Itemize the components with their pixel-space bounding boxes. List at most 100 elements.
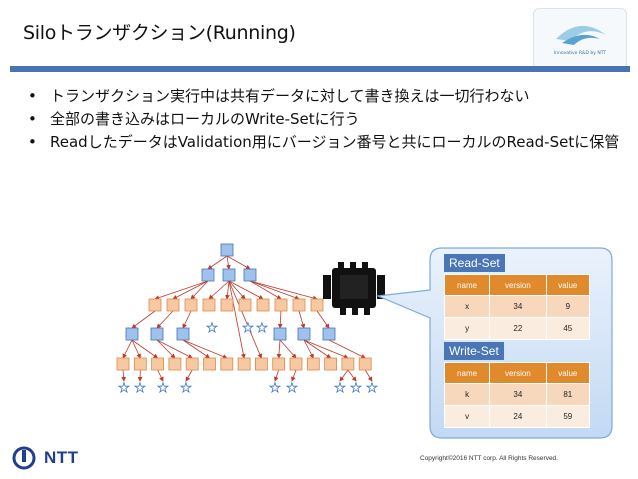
cell-name: x: [443, 295, 491, 318]
tree-node: [322, 327, 336, 341]
tree-node: [166, 298, 180, 312]
read-set-table: name version value x 34 9 y 22 45: [443, 274, 591, 340]
bullet-item: トランザクション実行中は共有データに対して書き換えは一切行わない: [28, 85, 628, 108]
title-underline: [10, 66, 630, 72]
star-icon: ★: [256, 321, 268, 336]
tree-node: [176, 327, 190, 341]
star-icon: ★: [350, 381, 362, 396]
tree-node: [220, 243, 234, 257]
tree-node: [133, 357, 147, 371]
tree-node: [256, 298, 270, 312]
tree-edge: [276, 339, 282, 359]
tree-edge: [316, 310, 330, 329]
tree-node: [148, 298, 162, 312]
tree-node: [237, 357, 251, 371]
write-set-table: name version value k 34 81 v 24 59: [443, 362, 591, 428]
tree-edge: [228, 280, 246, 300]
column-header: value: [545, 362, 591, 384]
cell-name: y: [443, 317, 491, 340]
table-row: v 24 59: [443, 405, 591, 428]
cell-version: 34: [489, 295, 547, 318]
tree-node: [273, 327, 287, 341]
ntt-mark-icon: [12, 446, 36, 470]
column-header: version: [489, 274, 547, 296]
tree-edge: [131, 339, 141, 359]
tree-edge: [228, 280, 246, 359]
tree-edge: [131, 310, 156, 329]
ntt-logo: NTT: [12, 446, 79, 470]
write-set-label: Write-Set: [444, 342, 504, 360]
tree-edge: [154, 280, 209, 300]
logo-caption: Innovative R&D by NTT: [553, 51, 607, 56]
column-header: value: [545, 274, 591, 296]
tree-node: [272, 357, 286, 371]
cell-version: 24: [489, 405, 547, 428]
page-title: Siloトランザクション(Running): [23, 22, 296, 44]
table-row: x 34 9: [443, 295, 591, 318]
tree-node: [306, 357, 320, 371]
tree-edge: [249, 280, 282, 300]
tree-node: [184, 298, 198, 312]
tree-node: [125, 327, 139, 341]
ntt-brand: NTT: [44, 448, 79, 467]
tree-edge: [339, 369, 349, 382]
table-row: k 34 81: [443, 383, 591, 406]
tree-edge: [303, 339, 314, 359]
tree-edge: [172, 280, 209, 300]
tree-node: [254, 357, 268, 371]
tree-edge: [185, 369, 193, 382]
copyright-notice: Copyright©2016 NTT corp. All Rights Rese…: [420, 455, 558, 462]
swirl-logo-icon: [556, 25, 606, 45]
tree-edge: [190, 280, 209, 300]
tree-edge: [122, 339, 133, 359]
tree-edge: [249, 280, 318, 301]
tree-node: [222, 268, 236, 282]
tree-edge: [226, 255, 251, 270]
cell-value: 59: [545, 405, 591, 428]
star-icon: ★: [118, 381, 130, 396]
cpu-chip-icon: [323, 262, 385, 315]
tree-edge: [156, 339, 193, 359]
cell-value: 45: [545, 317, 591, 340]
tree-edge: [274, 369, 280, 382]
star-icon: ★: [366, 381, 378, 396]
star-icon: ★: [157, 381, 169, 396]
cell-value: 9: [545, 295, 591, 318]
star-icon: ★: [269, 381, 281, 396]
tree-node: [116, 357, 130, 371]
tree-edge: [303, 339, 349, 359]
star-icon: ★: [334, 381, 346, 396]
column-header: name: [443, 362, 491, 384]
tree-edge: [347, 369, 357, 382]
cell-name: k: [443, 383, 491, 406]
tree-nodes: ★★★★★★★★★★★★: [116, 243, 378, 396]
tree-node: [297, 327, 311, 341]
tree-edge: [303, 339, 332, 359]
star-icon: ★: [286, 381, 298, 396]
tree-edge: [228, 280, 263, 359]
tree-edge: [121, 369, 127, 382]
cell-version: 22: [489, 317, 547, 340]
tree-edge: [291, 369, 297, 382]
star-icon: ★: [180, 381, 192, 396]
tree-edge: [157, 369, 164, 382]
tree-node: [274, 298, 288, 312]
tree-node: [151, 357, 165, 371]
tree-node: [292, 298, 306, 312]
tree-node: [220, 357, 234, 371]
bullet-list: トランザクション実行中は共有データに対して書き換えは一切行わない 全部の書き込み…: [28, 85, 628, 154]
tree-node: [310, 298, 324, 312]
tree-node: [341, 357, 355, 371]
tree-edge: [228, 280, 264, 300]
tree-node: [150, 327, 164, 341]
tree-edges: [121, 255, 373, 382]
tree-node: [203, 357, 216, 371]
tree-edge: [225, 280, 230, 300]
cell-value: 81: [545, 383, 591, 406]
bullet-item: ReadしたデータはValidation用にバージョン番号と共にローカルのRea…: [28, 131, 628, 154]
tree-edge: [277, 310, 283, 329]
tree-node: [243, 268, 257, 282]
read-set-label: Read-Set: [444, 254, 505, 272]
cell-name: v: [443, 405, 491, 428]
tree-node: [168, 357, 182, 371]
